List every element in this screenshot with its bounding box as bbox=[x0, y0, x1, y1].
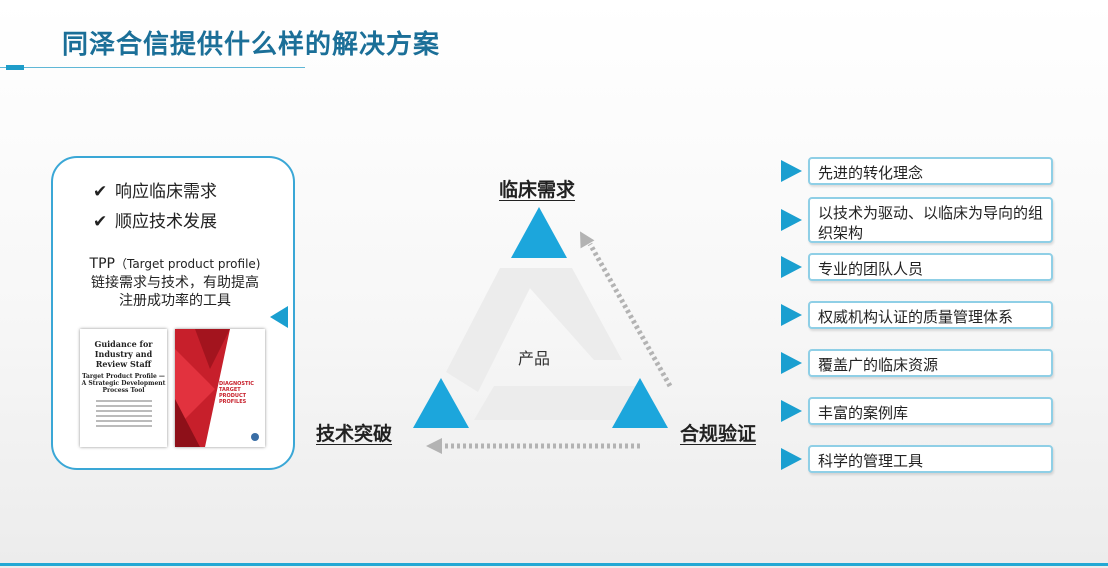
doc-subtitle: Target Product Profile — A Strategic Dev… bbox=[81, 373, 166, 394]
who-diagnostic-tpp-cover: DIAGNOSTIC TARGET PRODUCT PROFILES bbox=[175, 329, 265, 447]
arrow-left-head-icon bbox=[426, 438, 442, 454]
feature-label: 以技术为驱动、以临床为导向的组织架构 bbox=[808, 197, 1053, 243]
arrow-up-head-icon bbox=[580, 231, 595, 249]
triangle-right-icon bbox=[612, 378, 668, 428]
bullet-arrow-icon bbox=[781, 304, 802, 326]
bullet-arrow-icon bbox=[781, 352, 802, 374]
bullet-arrow-icon bbox=[781, 400, 802, 422]
node-product: 产品 bbox=[518, 349, 551, 368]
bullet-arrow-icon bbox=[781, 209, 802, 231]
bottom-border bbox=[0, 563, 1108, 566]
doc2-title: DIAGNOSTIC TARGET PRODUCT PROFILES bbox=[219, 381, 254, 405]
arrow-up-line bbox=[587, 242, 673, 388]
feature-label: 丰富的案例库 bbox=[808, 397, 1053, 425]
doc-title: Guidance for Industry and Review Staff bbox=[94, 339, 153, 369]
tpp-title: TPP（Target product profile) bbox=[53, 255, 297, 274]
check-item: ✔ 响应临床需求 bbox=[93, 177, 217, 202]
node-compliance-validation: 合规验证 bbox=[680, 423, 757, 445]
doc-text-lines bbox=[95, 400, 152, 427]
bullet-arrow-icon bbox=[781, 256, 802, 278]
checkmark-icon: ✔ bbox=[93, 212, 108, 232]
node-clinical-needs: 临床需求 bbox=[499, 179, 576, 201]
triangle-left-icon bbox=[413, 378, 469, 428]
tpp-full-name: （Target product profile) bbox=[114, 257, 261, 271]
feature-label: 权威机构认证的质量管理体系 bbox=[808, 301, 1053, 329]
corner-triangles bbox=[413, 207, 668, 428]
tpp-panel: ✔ 响应临床需求 ✔ 顺应技术发展 TPP（Target product profi… bbox=[51, 156, 295, 470]
feature-label: 覆盖广的临床资源 bbox=[808, 349, 1053, 377]
check-label: 响应临床需求 bbox=[115, 182, 217, 202]
title-underline bbox=[0, 67, 305, 68]
feature-label: 先进的转化理念 bbox=[808, 157, 1053, 185]
red-cover-graphic bbox=[175, 329, 265, 447]
node-technology-breakthrough: 技术突破 bbox=[316, 423, 393, 445]
pointer-arrow-icon bbox=[270, 306, 288, 328]
page-title: 同泽合信提供什么样的解决方案 bbox=[62, 30, 441, 60]
feature-label: 专业的团队人员 bbox=[808, 253, 1053, 281]
bullet-arrow-icon bbox=[781, 160, 802, 182]
check-label: 顺应技术发展 bbox=[115, 212, 217, 232]
fda-guidance-document-cover: Guidance for Industry and Review Staff T… bbox=[80, 329, 167, 447]
check-item: ✔ 顺应技术发展 bbox=[93, 207, 217, 232]
triangle-top-icon bbox=[511, 207, 567, 258]
feature-label: 科学的管理工具 bbox=[808, 445, 1053, 473]
bullet-arrow-icon bbox=[781, 448, 802, 470]
tpp-description-line: 注册成功率的工具 bbox=[119, 293, 231, 309]
tpp-abbrev: TPP bbox=[89, 256, 115, 272]
checkmark-icon: ✔ bbox=[93, 182, 108, 202]
title-accent-bar bbox=[6, 65, 24, 70]
inner-triangle-shapes bbox=[446, 268, 642, 420]
tpp-description-line: 链接需求与技术，有助提高 bbox=[91, 275, 259, 291]
